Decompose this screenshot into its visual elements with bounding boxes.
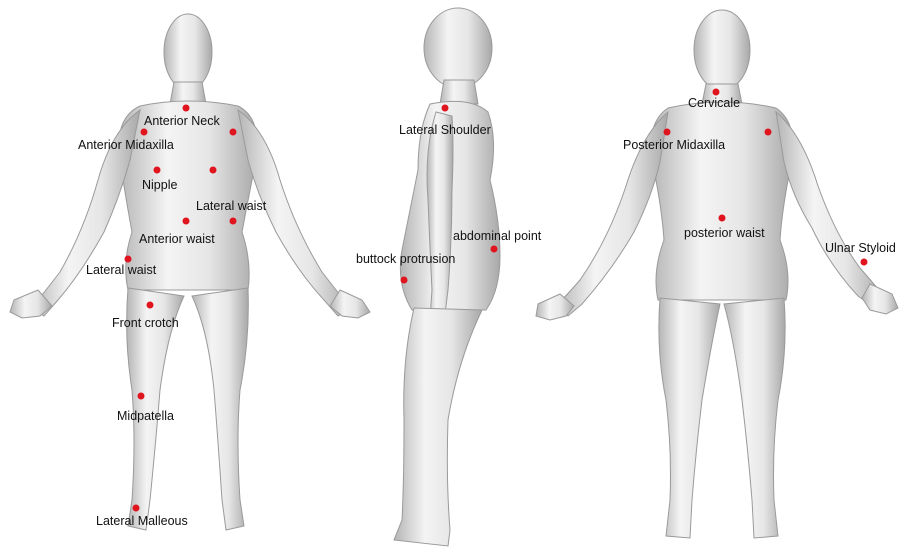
marker-posterior-midaxilla-left	[664, 129, 671, 136]
label-lateral-waist-right: Lateral waist	[196, 199, 266, 213]
front-view-figure	[10, 14, 370, 530]
label-anterior-waist: Anterior waist	[139, 232, 215, 246]
front-torso	[119, 101, 257, 290]
label-lateral-waist-left: Lateral waist	[86, 263, 156, 277]
back-left-leg	[659, 298, 720, 538]
label-nipple: Nipple	[142, 178, 177, 192]
marker-posterior-midaxilla-right	[765, 129, 772, 136]
label-lateral-malleous: Lateral Malleous	[96, 514, 188, 528]
front-right-arm	[238, 110, 352, 316]
back-right-leg	[724, 298, 785, 538]
marker-anterior-midaxilla-right	[230, 129, 237, 136]
marker-lateral-shoulder	[442, 105, 449, 112]
side-head	[424, 8, 492, 88]
label-posterior-midaxilla: Posterior Midaxilla	[623, 138, 725, 152]
label-anterior-neck: Anterior Neck	[144, 114, 220, 128]
front-right-leg	[192, 288, 248, 530]
marker-buttock-protrusion	[401, 277, 408, 284]
marker-midpatella	[138, 393, 145, 400]
label-buttock-protrusion: buttock protrusion	[356, 252, 455, 266]
back-torso	[651, 102, 793, 300]
side-leg	[394, 308, 482, 546]
label-posterior-waist: posterior waist	[684, 226, 765, 240]
label-ulnar-styloid: Ulnar Styloid	[825, 241, 896, 255]
marker-anterior-waist	[183, 218, 190, 225]
marker-lateral-waist-right	[230, 218, 237, 225]
label-cervicale: Cervicale	[688, 96, 740, 110]
label-anterior-midaxilla: Anterior Midaxilla	[78, 138, 174, 152]
side-neck	[440, 80, 478, 104]
label-midpatella: Midpatella	[117, 409, 174, 423]
back-right-hand	[862, 284, 898, 314]
marker-ulnar-styloid	[861, 259, 868, 266]
marker-abdominal-point	[491, 246, 498, 253]
marker-cervicale	[713, 89, 720, 96]
side-view-figure	[394, 8, 500, 546]
marker-posterior-waist	[719, 215, 726, 222]
marker-front-crotch	[147, 302, 154, 309]
label-front-crotch: Front crotch	[112, 316, 179, 330]
marker-anterior-midaxilla-left	[141, 129, 148, 136]
marker-nipple-left	[154, 167, 161, 174]
back-right-arm	[776, 112, 884, 306]
marker-nipple-right	[210, 167, 217, 174]
front-head	[164, 14, 212, 90]
back-head	[694, 10, 750, 90]
marker-lateral-waist-left	[125, 256, 132, 263]
label-abdominal-point: abdominal point	[453, 229, 541, 243]
label-lateral-shoulder: Lateral Shoulder	[399, 123, 491, 137]
marker-lateral-malleous	[133, 505, 140, 512]
marker-anterior-neck	[183, 105, 190, 112]
